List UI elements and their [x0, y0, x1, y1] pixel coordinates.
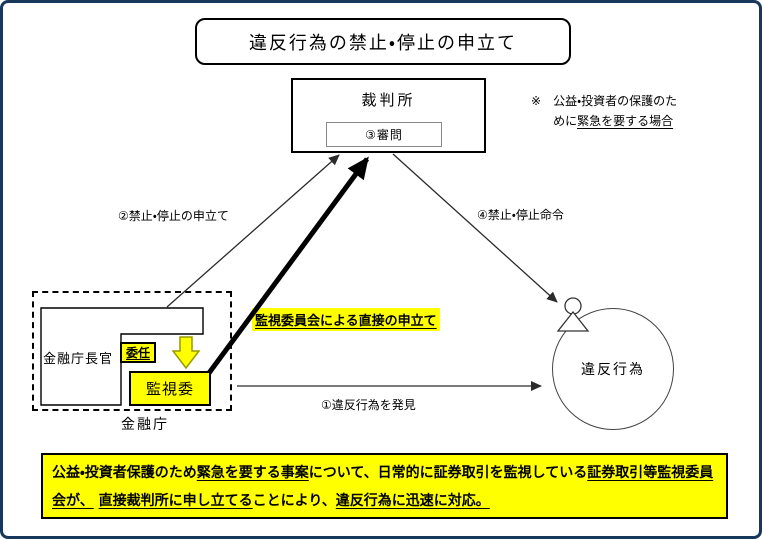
fsa-agency-label: 金融庁 — [121, 417, 169, 433]
summary-text-segment: 緊急を要する事案 — [196, 465, 309, 481]
commissioner-label: 金融庁長官 — [43, 352, 114, 367]
direct-petition-label: 監視委員会による直接の申立て — [252, 308, 440, 331]
discover-arrow-label: ①違反行為を発見 — [321, 398, 416, 412]
violation-circle: 違反行為 — [552, 308, 674, 430]
summary-text-segment: 公益・投資者保護のため — [52, 465, 197, 481]
sesc-box: 監視委 — [129, 371, 211, 406]
delegation-box: 委任 — [120, 342, 156, 363]
summary-text-segment: 直接裁判所に申し立てる — [98, 493, 253, 509]
court-box: 裁判所 ③審問 — [291, 78, 486, 153]
diagram-title-box: 違反行為の禁止・停止の申立て — [195, 18, 571, 65]
note-text: 公益・投資者の保護のために緊急を要する場合 — [553, 91, 677, 131]
summary-box: 公益・投資者保護のため緊急を要する事案について、日常的に証券取引を監視している証… — [41, 453, 728, 519]
summary-text-segment: ことにより、 — [252, 493, 336, 509]
note-line2-underlined: 緊急を要する場合 — [577, 114, 674, 128]
summary-text-segment: 証券取引等監視委員会が、 — [52, 465, 714, 509]
commissioner-lshape-box — [40, 307, 204, 406]
summary-text-segment: について、日常的に証券取引を監視している — [308, 465, 588, 481]
court-label: 裁判所 — [361, 91, 416, 109]
hearing-box: ③審問 — [326, 122, 442, 147]
fsa-shape-layer — [40, 307, 204, 406]
note-line2-plain: めに — [553, 114, 578, 128]
hearing-label: ③審問 — [365, 128, 403, 142]
petition-arrow-label: ②禁止・停止の申立て — [118, 209, 229, 223]
violation-label: 違反行為 — [581, 362, 645, 378]
order-arrow-label: ④禁止・停止命令 — [477, 208, 564, 222]
summary-text-segment: 違反行為に迅速に対応。 — [335, 493, 490, 509]
note-line1: 公益・投資者の保護のた — [553, 94, 678, 108]
urgency-note: ※ 公益・投資者の保護のために緊急を要する場合 — [531, 91, 746, 131]
diagram-title: 違反行為の禁止・停止の申立て — [248, 32, 518, 54]
note-asterisk: ※ — [531, 94, 542, 108]
